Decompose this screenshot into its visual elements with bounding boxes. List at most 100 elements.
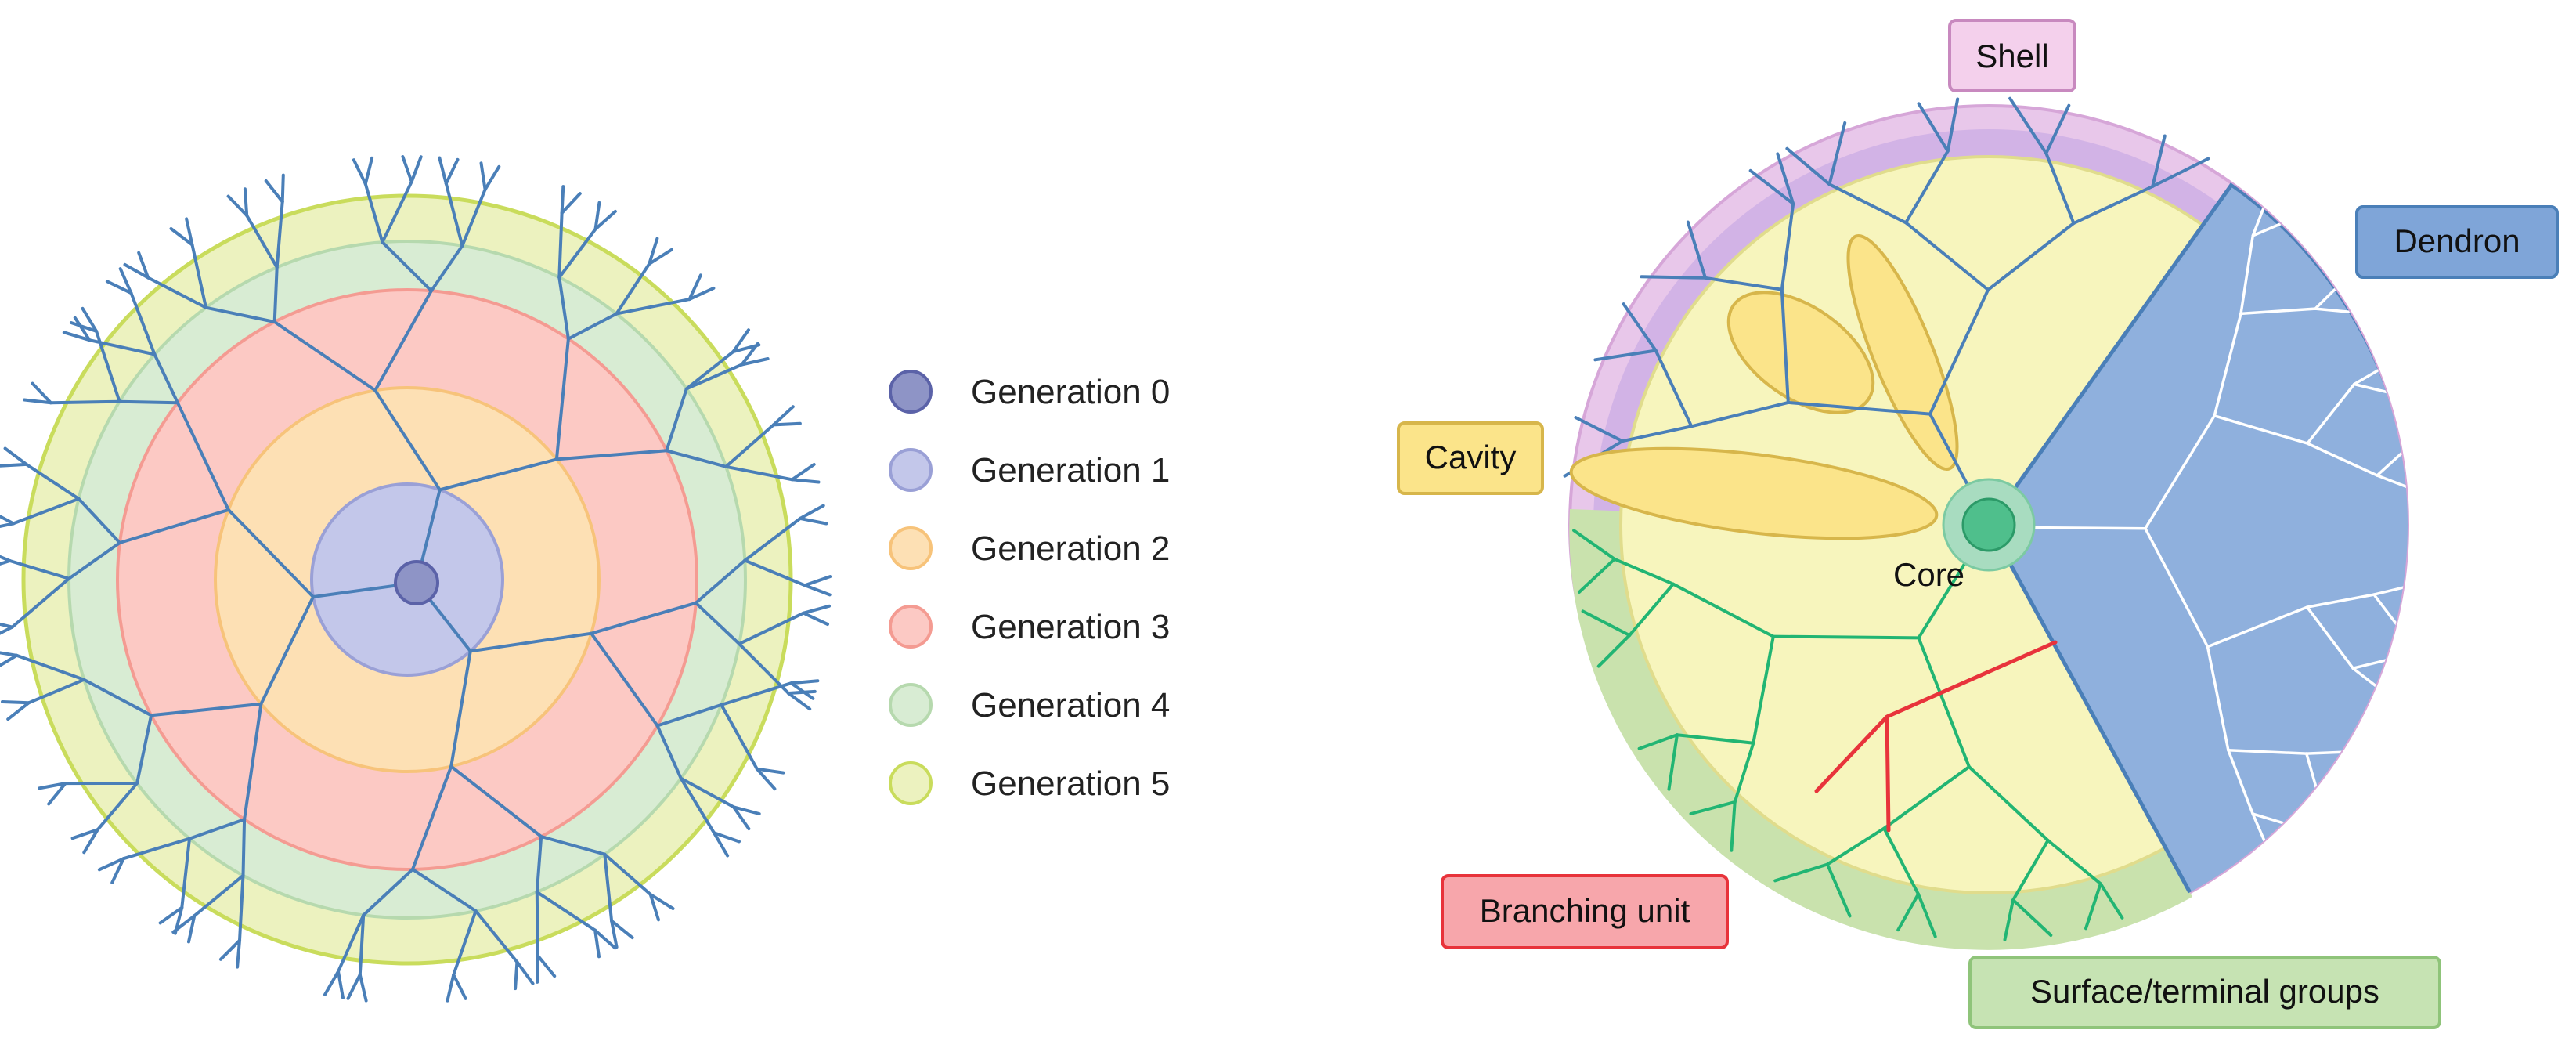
legend-label: Generation 0 bbox=[971, 373, 1170, 411]
terminal-group bbox=[97, 857, 125, 872]
shell-branch-segment bbox=[1785, 146, 1831, 186]
terminal-group bbox=[648, 892, 675, 910]
branch-segment bbox=[82, 678, 153, 717]
branching-unit-label: Branching unit bbox=[1480, 892, 1690, 929]
terminal-group bbox=[648, 248, 673, 266]
terminal-group bbox=[0, 522, 16, 529]
surface-branch-segment bbox=[2084, 882, 2102, 931]
branch-segment bbox=[373, 388, 442, 492]
legend-swatch bbox=[889, 370, 933, 414]
terminal-group bbox=[123, 262, 150, 280]
legend-label: Generation 3 bbox=[971, 608, 1170, 646]
terminal-group bbox=[187, 914, 197, 944]
shell-branch-segment bbox=[1827, 182, 1908, 225]
terminal-group bbox=[0, 555, 12, 562]
terminal-group bbox=[515, 960, 535, 985]
terminal-group bbox=[0, 514, 16, 526]
terminal-group bbox=[786, 692, 812, 711]
terminal-group bbox=[803, 575, 832, 587]
shell-branch-segment bbox=[1786, 400, 1932, 416]
surface-branch-segment bbox=[1613, 557, 1675, 586]
surface-branch-segment bbox=[2003, 898, 2015, 941]
terminal-group bbox=[3, 446, 28, 466]
legend-item: Generation 0 bbox=[889, 370, 1170, 414]
terminal-group bbox=[1, 700, 31, 705]
branch-segment bbox=[557, 276, 570, 341]
branch-segment bbox=[603, 852, 614, 923]
branch-segment bbox=[245, 214, 279, 269]
terminal-group bbox=[173, 905, 184, 935]
legend-item: Generation 4 bbox=[889, 683, 1170, 727]
terminal-group bbox=[0, 462, 28, 468]
surface-branches bbox=[1572, 523, 2124, 941]
branch-segment bbox=[535, 835, 543, 894]
terminal-group bbox=[731, 805, 761, 815]
branch-segment bbox=[590, 631, 659, 728]
terminal-group bbox=[648, 892, 660, 922]
branch-segment bbox=[743, 516, 802, 562]
branch-segment bbox=[720, 703, 759, 771]
terminal-group bbox=[158, 905, 184, 925]
terminal-group bbox=[772, 405, 795, 427]
branch-segment bbox=[694, 558, 747, 605]
terminal-group bbox=[323, 970, 340, 996]
surface-branch-segment bbox=[1825, 862, 1852, 918]
shell-branch-segment bbox=[1621, 425, 1694, 443]
terminal-group bbox=[731, 328, 750, 354]
branch-segment bbox=[337, 913, 366, 974]
terminal-group bbox=[712, 831, 741, 844]
terminal-group bbox=[593, 928, 617, 950]
surface-branch-segment bbox=[1752, 634, 1775, 745]
branch-segment bbox=[554, 449, 669, 461]
dendron-branch-segment bbox=[2034, 526, 2147, 530]
terminal-group bbox=[755, 767, 785, 775]
terminal-group bbox=[610, 919, 634, 940]
branch-segment bbox=[724, 423, 775, 468]
terminal-group bbox=[483, 164, 501, 191]
legend-swatch bbox=[889, 526, 933, 570]
terminal-group bbox=[118, 267, 133, 295]
shell-branch-segment bbox=[1904, 149, 1950, 225]
cavity-long bbox=[1569, 446, 1939, 540]
branch-segment bbox=[444, 182, 464, 248]
branch-segment bbox=[449, 649, 472, 768]
terminal-group bbox=[789, 681, 815, 700]
terminal-group bbox=[687, 273, 702, 302]
shell-branch-segment bbox=[1574, 416, 1624, 443]
surface-branch-segment bbox=[1689, 800, 1737, 815]
terminal-group bbox=[169, 227, 194, 247]
branch-segment bbox=[88, 338, 157, 356]
core-label: Core bbox=[1893, 556, 1964, 593]
terminal-group bbox=[218, 938, 241, 961]
dendron-branch-segment bbox=[2206, 605, 2309, 649]
terminal-group bbox=[38, 782, 67, 790]
terminal-group bbox=[593, 201, 601, 231]
branch-segment bbox=[679, 776, 716, 835]
branch-segment bbox=[554, 337, 570, 461]
terminal-group bbox=[593, 928, 601, 959]
terminal-group bbox=[610, 919, 619, 949]
terminal-group bbox=[363, 156, 374, 186]
surface-branch-segment bbox=[2098, 882, 2124, 920]
generational-dendrimer-diagram bbox=[0, 155, 832, 1003]
surface-branch-segment bbox=[1896, 892, 1920, 932]
dendron-branch-segment bbox=[2305, 605, 2354, 670]
branch-segment bbox=[724, 464, 794, 482]
branch-segment bbox=[468, 631, 593, 653]
surface-branch-segment bbox=[2011, 898, 2053, 937]
branch-segment bbox=[743, 558, 806, 587]
legend-label: Generation 4 bbox=[971, 686, 1170, 725]
terminal-group bbox=[226, 194, 249, 218]
surface-branch-segment bbox=[1882, 826, 1920, 896]
branch-segment bbox=[438, 457, 558, 492]
shell-branch-segment bbox=[1748, 168, 1795, 206]
branch-segment bbox=[429, 244, 464, 293]
branch-segment bbox=[557, 211, 564, 280]
shell-branch-segment bbox=[2044, 103, 2071, 155]
surface-branch-segment bbox=[1825, 826, 1886, 866]
branch-segment bbox=[449, 764, 543, 838]
shell-branch-segment bbox=[1593, 349, 1658, 362]
surface-branch-segment bbox=[1578, 557, 1616, 594]
branch-segment bbox=[204, 305, 276, 323]
